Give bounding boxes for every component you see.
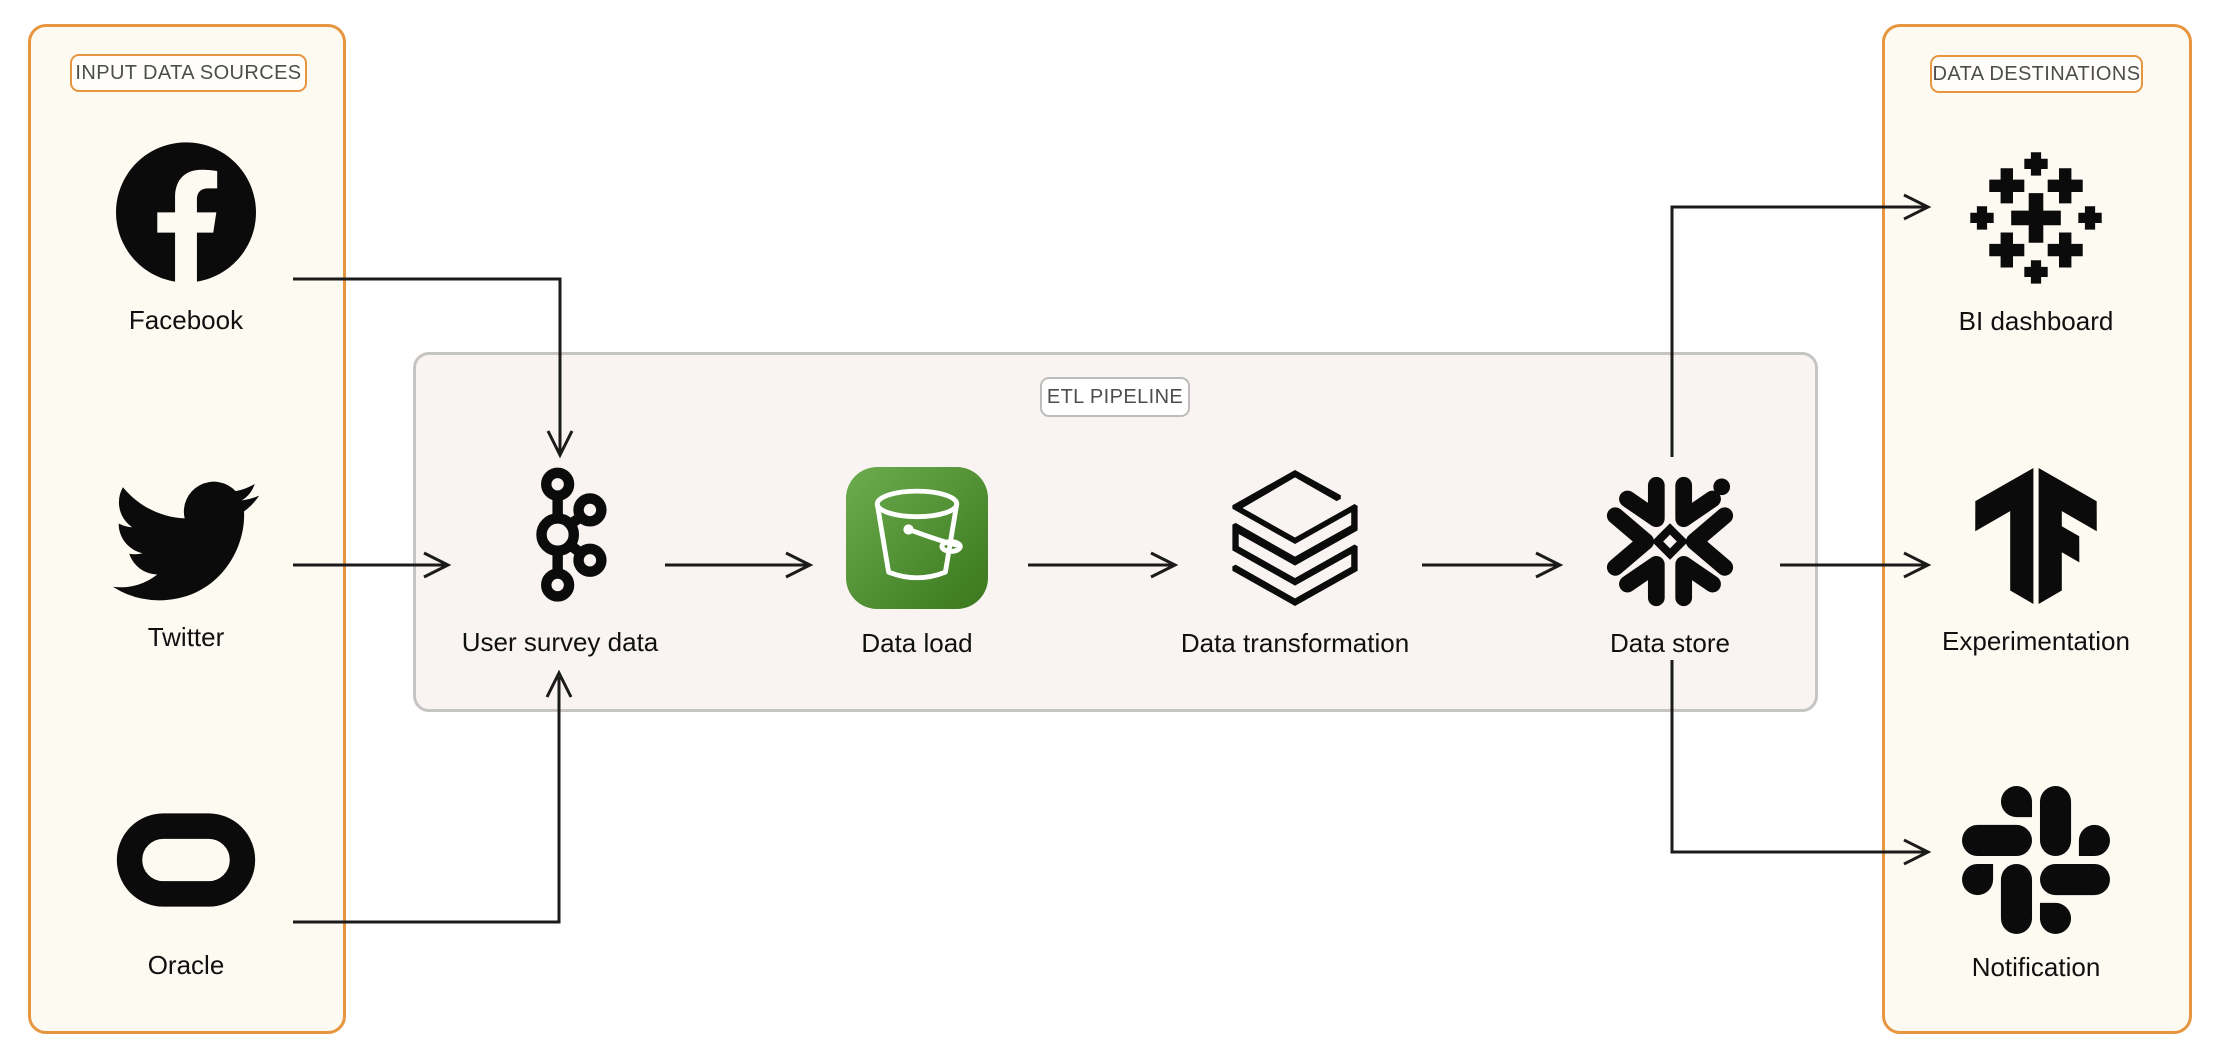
s3-bucket-icon [845, 467, 989, 609]
node-label: Data store [1610, 628, 1730, 658]
tableau-icon [1963, 142, 2109, 288]
etl-pipeline-tag-label: ETL PIPELINE [1046, 385, 1184, 408]
facebook-icon [116, 142, 256, 282]
node-label: Data transformation [1180, 628, 1410, 658]
node-label: BI dashboard [1958, 306, 2114, 336]
data-destinations-tag-label: DATA DESTINATIONS [1932, 62, 2141, 85]
tensorflow-icon [1968, 463, 2104, 609]
data-destinations-group [1882, 24, 2192, 1034]
node-notification: Notification [1886, 786, 2186, 983]
snowflake-icon [1594, 464, 1746, 616]
node-user-survey-data: User survey data [410, 464, 710, 658]
data-destinations-tag: DATA DESTINATIONS [1930, 55, 2143, 93]
node-label: Notification [1971, 952, 2101, 982]
node-label: Twitter [147, 622, 225, 652]
twitter-icon [113, 468, 259, 614]
node-data-store: Data store [1520, 464, 1820, 659]
slack-icon [1962, 786, 2110, 934]
node-oracle: Oracle [36, 812, 336, 981]
node-experimentation: Experimentation [1886, 463, 2186, 657]
input-data-sources-tag: INPUT DATA SOURCES [70, 54, 307, 92]
node-facebook: Facebook [36, 142, 336, 336]
databricks-icon [1227, 467, 1363, 609]
etl-pipeline-tag: ETL PIPELINE [1040, 377, 1190, 417]
node-label: Experimentation [1942, 626, 2130, 656]
input-data-sources-tag-label: INPUT DATA SOURCES [75, 61, 302, 84]
node-label: Oracle [147, 950, 225, 980]
node-bi-dashboard: BI dashboard [1886, 142, 2186, 337]
node-label: Data load [861, 628, 973, 658]
node-label: Facebook [128, 305, 244, 335]
node-data-transformation: Data transformation [1135, 467, 1455, 659]
node-label: User survey data [461, 627, 659, 657]
oracle-icon [115, 812, 257, 908]
node-data-load: Data load [767, 467, 1067, 659]
kafka-icon [513, 464, 608, 609]
node-twitter: Twitter [36, 468, 336, 653]
